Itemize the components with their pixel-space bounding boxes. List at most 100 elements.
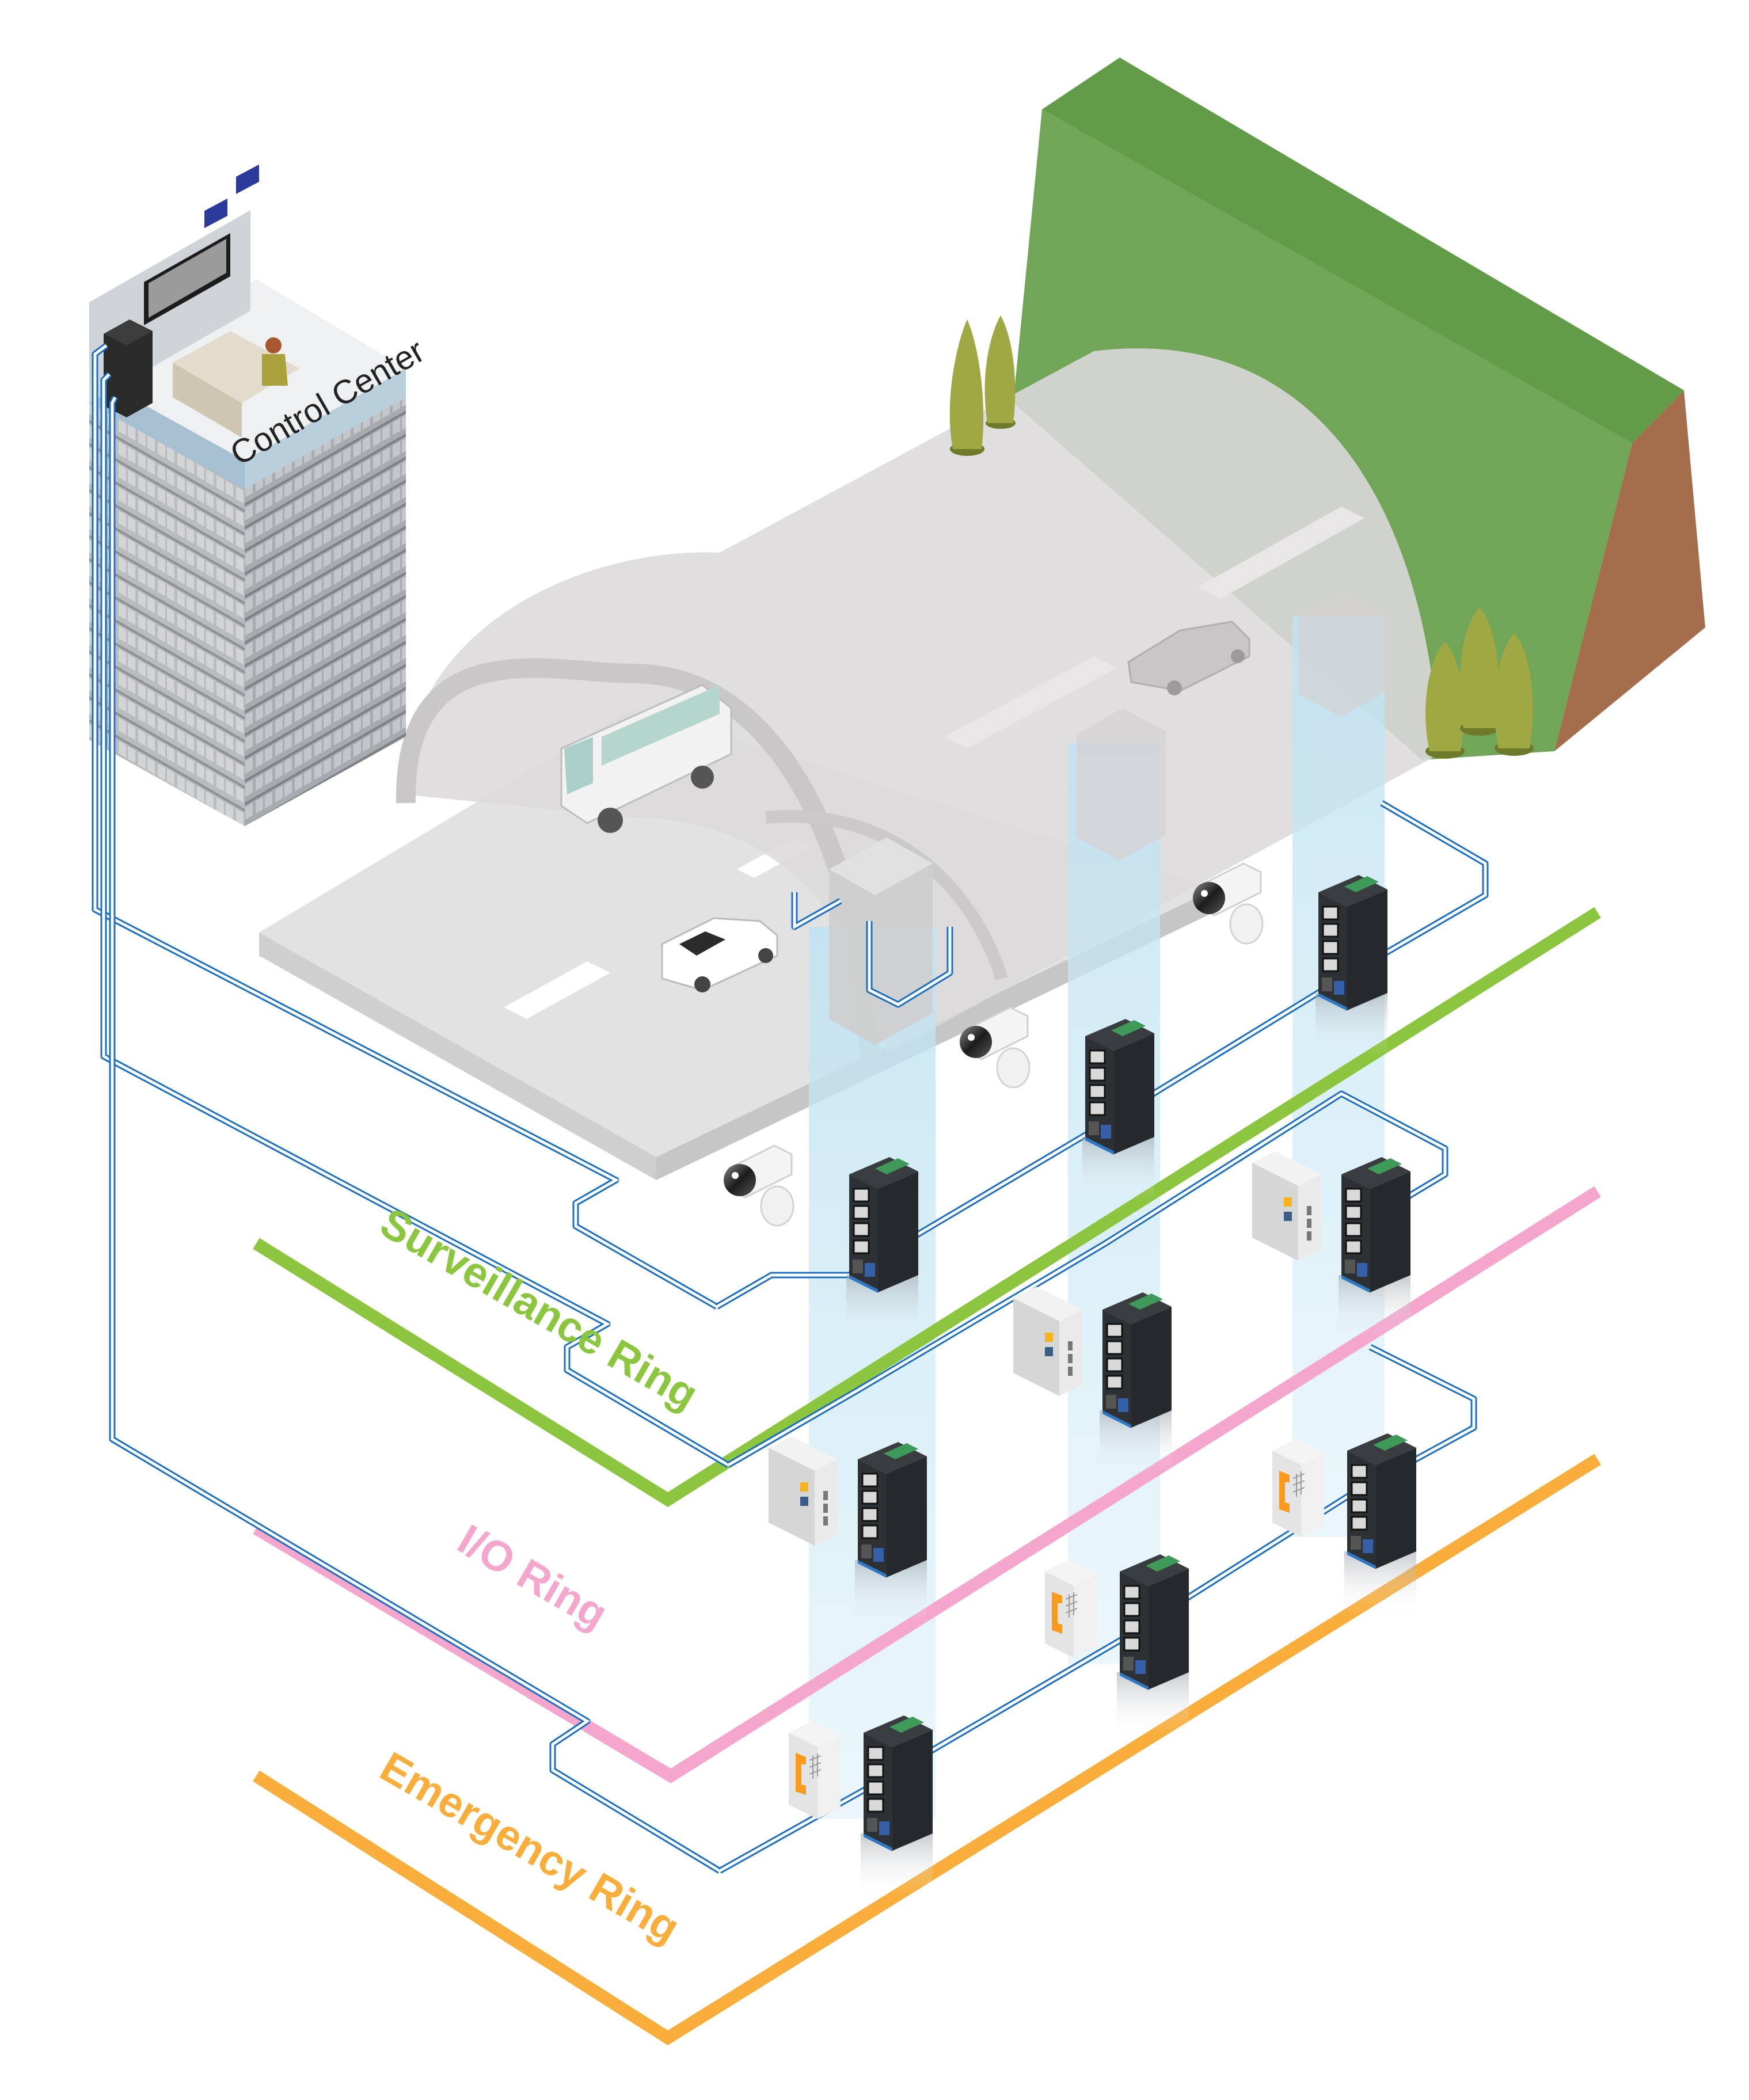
industrial-switch[interactable]	[846, 1157, 918, 1338]
io-box-front	[1252, 1163, 1298, 1261]
ethernet-port-icon	[867, 1781, 884, 1795]
serial-port-icon	[879, 1821, 889, 1835]
trees	[949, 315, 1534, 759]
roof-edge-right	[245, 368, 406, 489]
io-connector-icon	[823, 1491, 828, 1500]
ethernet-port-icon	[1123, 1637, 1140, 1652]
io-connector-icon	[1307, 1219, 1311, 1228]
industrial-switch[interactable]	[1082, 1019, 1154, 1200]
industrial-switch[interactable]	[1100, 1292, 1172, 1474]
camera-mount	[996, 1047, 1031, 1089]
ring-label-io: I/O Ring	[450, 1515, 615, 1638]
industrial-switch[interactable]	[1344, 1433, 1416, 1615]
status-led-icon	[800, 1497, 808, 1506]
industrial-switch[interactable]	[861, 1715, 933, 1897]
industrial-switch[interactable]	[1117, 1554, 1189, 1736]
emergency-phone-icon[interactable]	[789, 1721, 841, 1819]
serial-port-icon	[1334, 981, 1344, 995]
devices-layer	[724, 862, 1416, 1897]
switch-side	[1370, 1171, 1410, 1292]
ethernet-port-icon	[853, 1239, 870, 1254]
io-box-side	[1059, 1310, 1082, 1396]
ethernet-port-icon	[1123, 1585, 1140, 1600]
ethernet-port-icon	[853, 1205, 870, 1220]
status-led-icon	[1045, 1347, 1053, 1356]
keypad-icon	[1065, 1592, 1078, 1618]
ethernet-port-icon	[1345, 1239, 1362, 1254]
cable	[93, 344, 718, 1308]
ethernet-port-icon	[1106, 1323, 1123, 1338]
building-right-facade	[245, 391, 406, 826]
status-led-icon	[1045, 1333, 1053, 1342]
switch-label-strip	[1318, 993, 1347, 1011]
switch-side	[1114, 1033, 1154, 1154]
industrial-switch[interactable]	[1339, 1157, 1410, 1338]
serial-port-icon	[1363, 1539, 1373, 1553]
industrial-switch[interactable]	[855, 1442, 927, 1623]
ethernet-port-icon	[867, 1746, 884, 1761]
rings-layer	[253, 907, 1601, 2045]
ethernet-port-icon	[867, 1798, 884, 1813]
cable	[102, 373, 729, 1467]
server-rack	[104, 319, 153, 417]
ethernet-port-icon	[1089, 1084, 1106, 1099]
ethernet-port-icon	[1345, 1188, 1362, 1203]
emergency-phone-icon[interactable]	[1045, 1560, 1097, 1658]
lens-glare	[1201, 890, 1208, 897]
tunnel-road-edge	[259, 933, 656, 1180]
io-box-icon[interactable]	[1013, 1287, 1082, 1396]
io-connector-icon	[1068, 1367, 1073, 1376]
cables-layer	[92, 343, 1489, 1874]
switch-label-strip	[849, 1275, 878, 1293]
switch-label-strip	[1120, 1672, 1149, 1690]
industrial-switch[interactable]	[1315, 875, 1387, 1056]
ethernet-port-icon	[853, 1188, 870, 1203]
switch-side	[1376, 1448, 1416, 1569]
operator-desk	[173, 164, 299, 438]
serial-port-icon	[853, 1260, 863, 1273]
terminal-block-icon	[1146, 1555, 1180, 1572]
ip-camera-icon[interactable]	[960, 1006, 1031, 1089]
io-box-top	[1013, 1287, 1082, 1321]
ethernet-port-icon	[1322, 906, 1339, 920]
serial-port-icon	[873, 1548, 884, 1562]
io-box-icon[interactable]	[1252, 1151, 1321, 1261]
io-box-side	[815, 1459, 838, 1546]
ethernet-port-icon	[1106, 1357, 1123, 1372]
io-box-side	[1298, 1174, 1321, 1261]
mountain-top-face	[1042, 58, 1684, 443]
io-connector-icon	[1068, 1354, 1073, 1363]
cable	[793, 892, 952, 1006]
ethernet-port-icon	[1322, 940, 1339, 955]
serial-port-icon	[1322, 977, 1332, 991]
control-center-building: Control Center	[89, 164, 431, 826]
ring-label-surveillance: Surveillance Ring	[372, 1199, 706, 1418]
ip-camera-icon[interactable]	[724, 1144, 794, 1227]
io-box-top	[769, 1436, 838, 1471]
tunnel-vault	[403, 348, 1439, 1053]
ethernet-port-icon	[1106, 1340, 1123, 1355]
switch-label-strip	[1341, 1275, 1370, 1293]
camera-lens	[960, 1026, 992, 1058]
io-box-icon[interactable]	[769, 1436, 838, 1546]
switch-label-strip	[858, 1560, 887, 1578]
serial-port-icon	[1123, 1657, 1134, 1671]
ethernet-port-icon	[1106, 1375, 1123, 1390]
ethernet-port-icon	[861, 1490, 879, 1505]
status-led-icon	[1284, 1212, 1292, 1221]
ethernet-port-icon	[1351, 1481, 1368, 1496]
io-connector-icon	[1307, 1206, 1311, 1215]
emergency-phone-icon[interactable]	[1272, 1439, 1324, 1537]
ethernet-port-icon	[1345, 1205, 1362, 1220]
ip-camera-icon[interactable]	[1193, 862, 1264, 945]
io-connector-icon	[1068, 1341, 1073, 1350]
phone-box-side	[1301, 1454, 1324, 1537]
operator	[265, 337, 282, 353]
handset-icon	[796, 1753, 806, 1795]
ethernet-port-icon	[1345, 1222, 1362, 1237]
phone-box-top	[1045, 1560, 1097, 1586]
phone-box-side	[818, 1736, 841, 1819]
ceiling-strip	[944, 656, 1117, 748]
serial-port-icon	[1135, 1660, 1146, 1674]
